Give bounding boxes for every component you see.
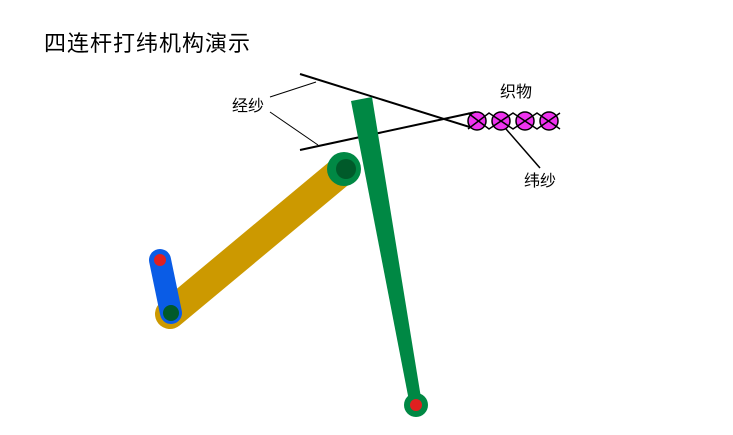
warp-line-top — [299, 73, 477, 130]
warp-label: 经纱 — [232, 96, 264, 115]
rocker-link — [351, 97, 422, 406]
fabric-warp-interlace-b — [467, 112, 561, 130]
weft-label: 纬纱 — [524, 171, 556, 190]
fabric-warp-interlace-a — [467, 112, 561, 130]
coupler-rocker-joint-inner — [336, 159, 356, 179]
coupler-link — [155, 154, 359, 329]
warp-leader-top — [269, 81, 317, 98]
page-title: 四连杆打纬机构演示 — [44, 32, 252, 57]
crank-link — [149, 249, 182, 324]
rocker-fixed-pivot — [410, 399, 422, 411]
crank-fixed-pivot — [154, 254, 166, 266]
warp-line-bottom — [299, 111, 477, 151]
crank-coupler-joint — [163, 305, 179, 321]
fabric-label: 织物 — [500, 82, 532, 101]
weft-leader — [505, 128, 541, 169]
warp-leader-bottom — [269, 111, 319, 146]
